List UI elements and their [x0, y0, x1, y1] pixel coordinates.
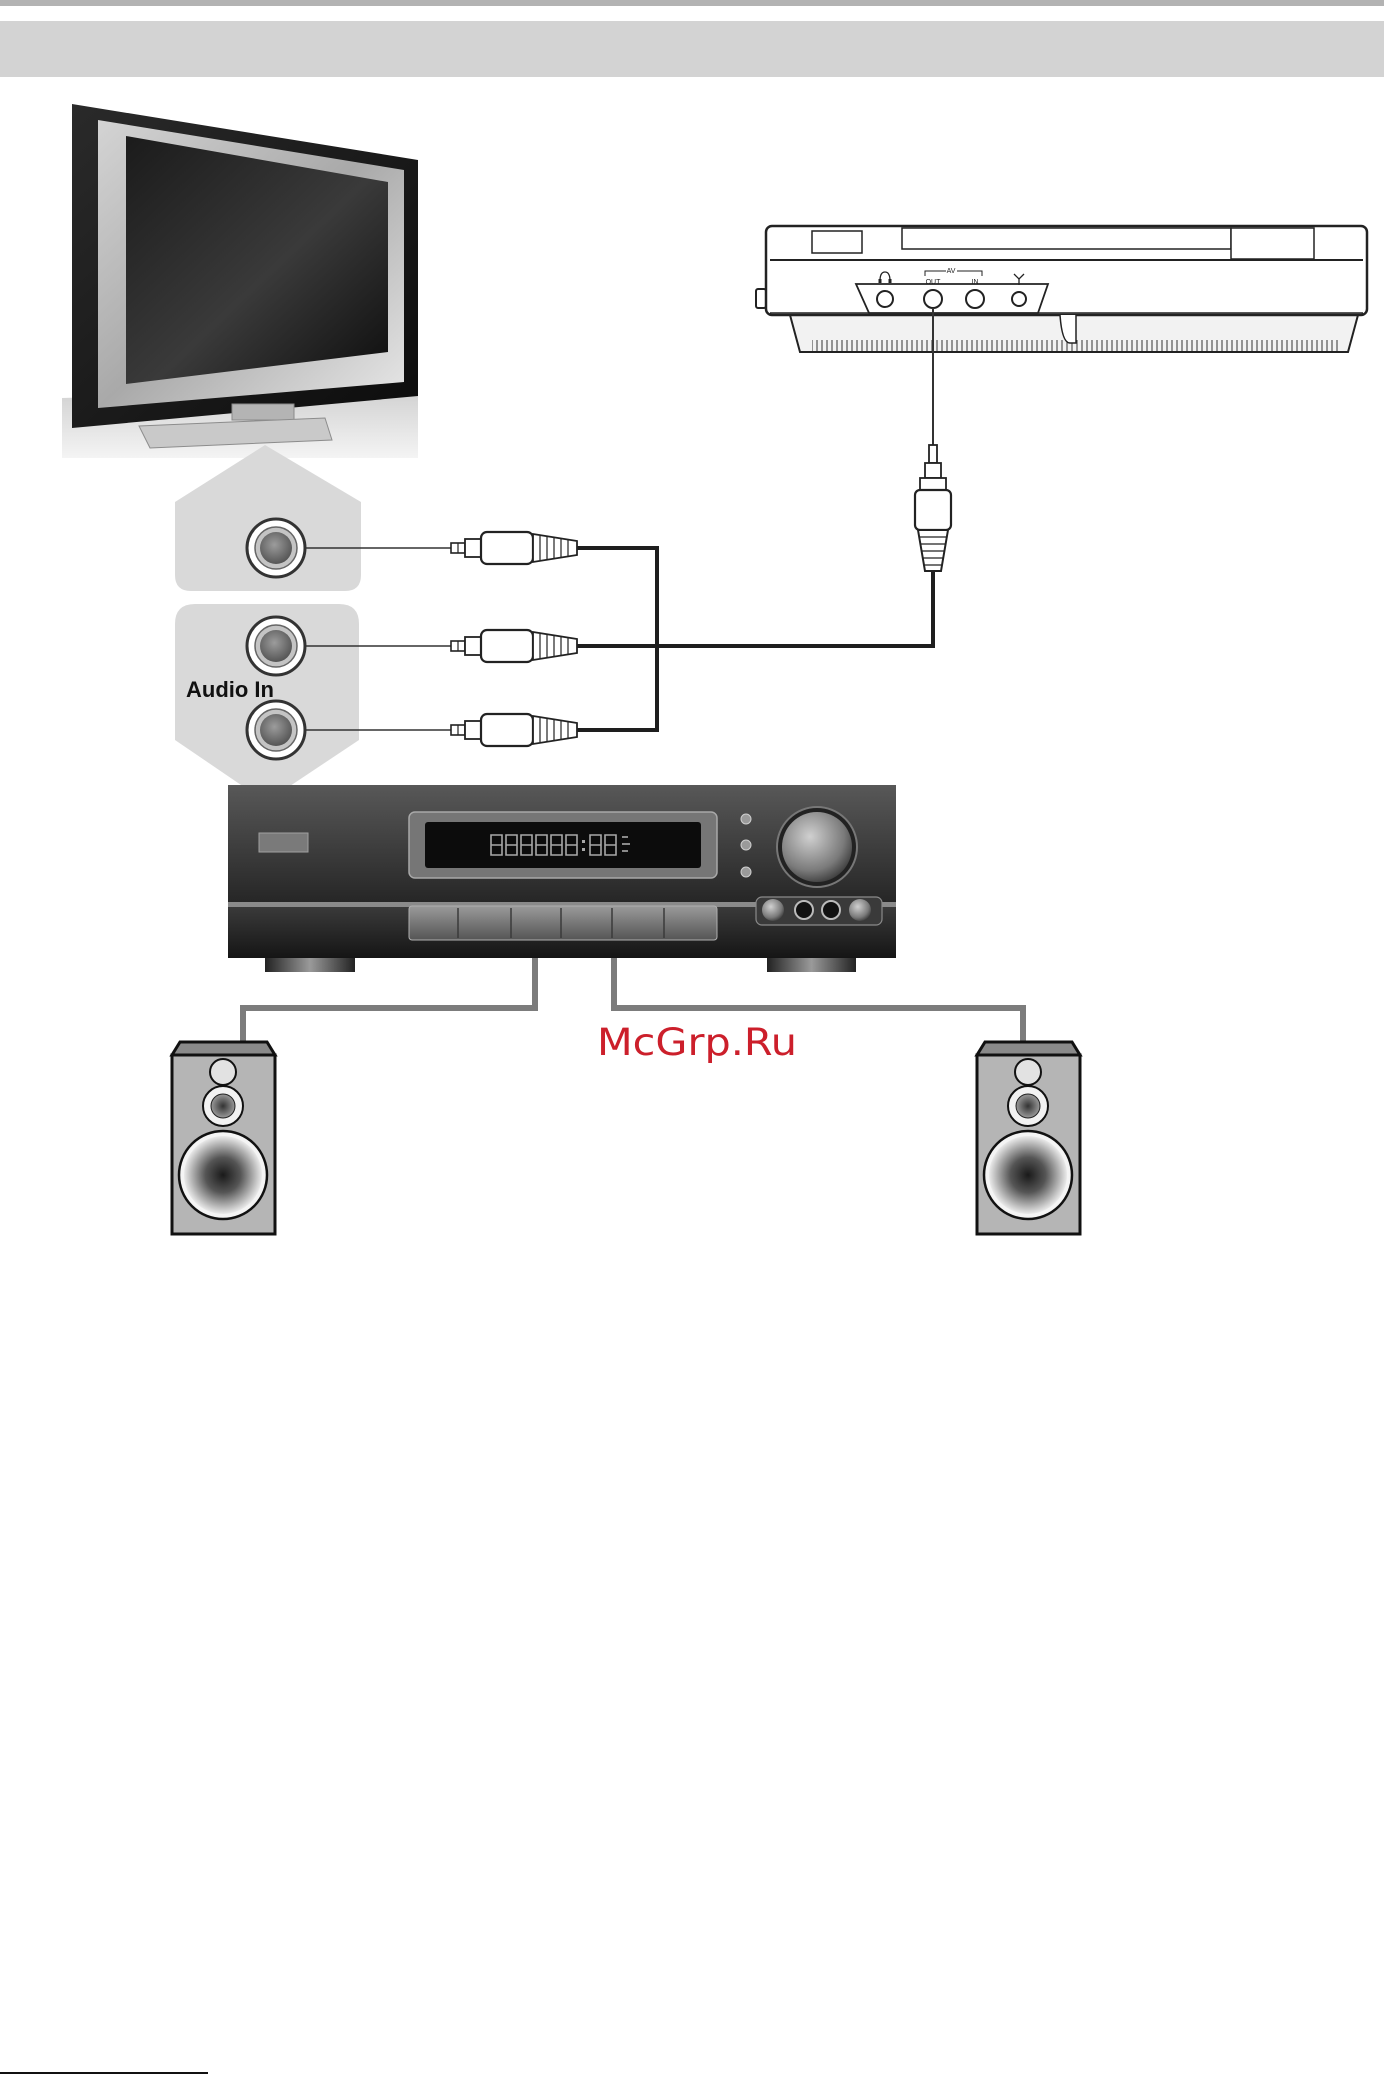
jack-inner-contact [260, 714, 292, 746]
rca-collar [465, 721, 481, 739]
rca-plug-audio-right [451, 714, 577, 746]
jack-inner-contact [260, 532, 292, 564]
dvd-headphone-jack [877, 291, 893, 307]
rca-body [481, 630, 533, 662]
watermark: McGrp.Ru [597, 1021, 797, 1064]
plug-ring [925, 463, 941, 478]
speaker-tweeter [1015, 1059, 1041, 1085]
speaker-woofer-cone [989, 1136, 1067, 1214]
rca-collar [465, 539, 481, 557]
receiver-front-knob-right [849, 899, 871, 921]
left-speaker [172, 1042, 275, 1234]
av-receiver [228, 785, 896, 972]
segment-colon-bottom [582, 848, 585, 851]
receiver-foot-right [767, 956, 856, 972]
av-mini-plug [915, 445, 951, 571]
dvd-side-knob [756, 289, 766, 308]
av-cable-main [577, 571, 933, 646]
plug-tip [929, 445, 937, 463]
right-speaker [977, 1042, 1080, 1234]
segment-colon-top [582, 840, 585, 843]
speaker-top-face [172, 1042, 275, 1055]
receiver-front-jack-1 [795, 901, 813, 919]
receiver-led-1 [741, 814, 751, 824]
rca-body [481, 532, 533, 564]
dvd-antenna-jack [1012, 292, 1026, 306]
audio-in-left-jack [247, 617, 305, 675]
tv-stand-neck [232, 404, 294, 420]
rca-collar [465, 637, 481, 655]
dvd-out-label: OUT [926, 279, 942, 286]
section-header-bar [0, 21, 1384, 77]
audio-in-right-jack [247, 701, 305, 759]
receiver-display-screen [425, 822, 701, 868]
speaker-woofer-cone [184, 1136, 262, 1214]
receiver-volume-knob [782, 812, 852, 882]
dvd-in-label: IN [972, 279, 979, 286]
dvd-lid-hinge [1231, 228, 1314, 259]
jack-inner-contact [260, 630, 292, 662]
speaker-mid-driver-cone [211, 1094, 235, 1118]
plug-collar [920, 478, 946, 490]
plug-body [915, 490, 951, 530]
receiver-front-jack-2 [822, 901, 840, 919]
top-rule [0, 0, 1384, 6]
receiver-led-2 [741, 840, 751, 850]
dvd-av-in-jack [966, 290, 984, 308]
speaker-mid-driver-cone [1016, 1094, 1040, 1118]
rca-plug-audio-left [451, 630, 577, 662]
dvd-lid-tab [812, 231, 862, 253]
speaker-tweeter [210, 1059, 236, 1085]
dvd-av-out-jack [924, 290, 942, 308]
footer-rule [0, 2072, 208, 2074]
rca-plug-video [451, 532, 577, 564]
dvd-av-label: AV [947, 268, 956, 275]
av-cable-split [577, 548, 657, 730]
portable-dvd-player: AV OUT IN [756, 226, 1367, 352]
flat-panel-tv [62, 104, 418, 458]
speaker-top-face [977, 1042, 1080, 1055]
rca-body [481, 714, 533, 746]
receiver-led-3 [741, 867, 751, 877]
receiver-brand-plate [259, 833, 308, 852]
receiver-front-knob-left [762, 899, 784, 921]
video-jack [247, 519, 305, 577]
receiver-button-strip [409, 906, 717, 940]
dvd-lid-slot [902, 228, 1231, 249]
receiver-foot-left [265, 956, 355, 972]
audio-in-label: Audio In [186, 677, 274, 702]
